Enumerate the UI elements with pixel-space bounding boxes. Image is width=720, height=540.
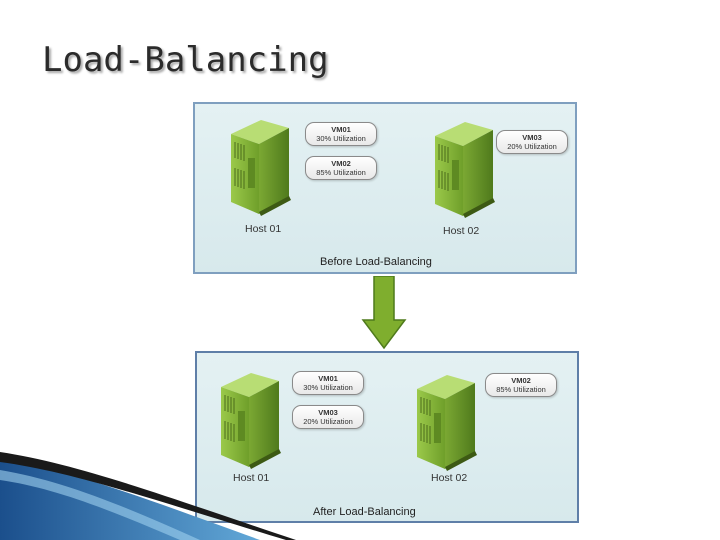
panel-caption: Before Load-Balancing bbox=[320, 256, 432, 268]
host-label: Host 02 bbox=[443, 225, 480, 237]
vm-name: VM03 bbox=[318, 408, 338, 417]
vm-bubble: VM02 85% Utilization bbox=[485, 373, 557, 397]
vm-bubble: VM02 85% Utilization bbox=[305, 156, 377, 180]
after-panel: Host 01 VM01 30% Utilization VM03 20% Ut… bbox=[195, 351, 579, 523]
vm-name: VM02 bbox=[511, 376, 531, 385]
vm-name: VM01 bbox=[331, 125, 351, 134]
vm-name: VM01 bbox=[318, 374, 338, 383]
vm-bubble: VM01 30% Utilization bbox=[305, 122, 377, 146]
vm-utilization: 85% Utilization bbox=[316, 168, 366, 177]
slide-title: Load-Balancing bbox=[42, 40, 329, 80]
host-label: Host 01 bbox=[233, 472, 270, 484]
down-arrow-icon bbox=[361, 276, 407, 350]
vm-utilization: 20% Utilization bbox=[507, 142, 557, 151]
vm-utilization: 30% Utilization bbox=[303, 383, 353, 392]
vm-name: VM03 bbox=[522, 133, 542, 142]
host-label: Host 01 bbox=[245, 223, 282, 235]
host-02-server-icon bbox=[427, 118, 497, 218]
before-panel: Host 01 VM01 30% Utilization VM02 85% Ut… bbox=[193, 102, 577, 274]
vm-utilization: 30% Utilization bbox=[316, 134, 366, 143]
panel-caption: After Load-Balancing bbox=[313, 506, 416, 518]
vm-bubble: VM01 30% Utilization bbox=[292, 371, 364, 395]
decorative-swoosh bbox=[0, 452, 296, 540]
host-02-server-icon bbox=[409, 371, 479, 471]
vm-bubble: VM03 20% Utilization bbox=[292, 405, 364, 429]
vm-name: VM02 bbox=[331, 159, 351, 168]
host-label: Host 02 bbox=[431, 472, 468, 484]
vm-utilization: 85% Utilization bbox=[496, 385, 546, 394]
vm-bubble: VM03 20% Utilization bbox=[496, 130, 568, 154]
vm-utilization: 20% Utilization bbox=[303, 417, 353, 426]
host-01-server-icon bbox=[223, 116, 293, 216]
